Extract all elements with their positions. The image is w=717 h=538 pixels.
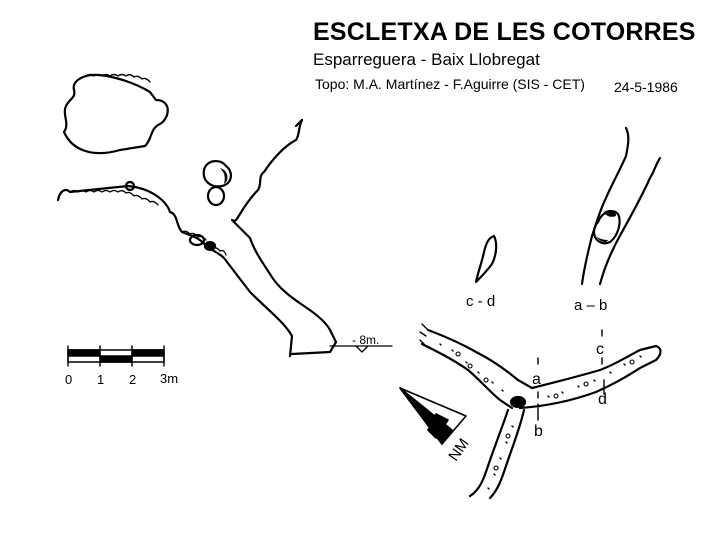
plan-marker-d: d xyxy=(598,391,607,408)
plan-boulder xyxy=(509,395,527,409)
north-arrow: NM xyxy=(399,387,473,464)
shaft-wall xyxy=(230,118,338,356)
survey-date: 24-5-1986 xyxy=(614,79,678,95)
scale-label-0: 0 xyxy=(65,372,72,387)
shaft-lip xyxy=(294,118,304,128)
upper-chamber-rubble xyxy=(85,73,151,83)
boulder xyxy=(206,185,226,207)
plan-marker-a: a xyxy=(532,371,541,388)
elevation-profile: - 8m. xyxy=(56,73,393,358)
scale-label-1: 1 xyxy=(97,372,104,387)
depth-label: - 8m. xyxy=(352,333,379,347)
section-a-b-shadow xyxy=(596,209,616,243)
scale-label-2: 2 xyxy=(129,372,136,387)
plan-marker-b: b xyxy=(534,423,543,440)
plan-right-branch-upper-wall xyxy=(530,344,658,390)
scale-segment xyxy=(67,349,101,357)
plan-left-branch-upper-wall xyxy=(426,328,534,390)
slope-floor xyxy=(56,184,294,358)
scale-segment xyxy=(99,355,133,363)
plan-floor-dots xyxy=(439,343,642,490)
slope-rubble xyxy=(69,189,227,256)
boulder xyxy=(124,180,136,192)
scale-label-3m: 3m xyxy=(160,371,178,386)
section-c-d-outline xyxy=(474,234,498,284)
scale-segment xyxy=(131,349,165,357)
plan-left-branch-lower-wall xyxy=(420,342,514,410)
survey-credits: Topo: M.A. Martínez - F.Aguirre (SIS - C… xyxy=(315,76,585,92)
north-arrow-band xyxy=(427,413,449,439)
section-a-b-left-wall xyxy=(580,126,630,286)
section-a-b-right-wall xyxy=(598,156,662,286)
plan-floor-circles xyxy=(455,351,635,471)
scale-tick xyxy=(67,345,165,367)
section-c-d-label: c - d xyxy=(466,293,495,310)
boulder-group xyxy=(202,160,232,188)
north-arrow-fill xyxy=(399,387,453,445)
boulder xyxy=(203,240,217,252)
plan-marker-c: c xyxy=(596,341,604,358)
depth-datum-triangle xyxy=(355,345,369,353)
north-arrow-label: NM xyxy=(445,435,472,464)
boulder-shadow xyxy=(220,168,228,184)
plan-lower-branch-left-wall xyxy=(468,408,510,498)
plan-left-branch-end xyxy=(419,323,429,345)
survey-title: ESCLETXA DE LES COTORRES xyxy=(313,18,696,46)
plan-lower-branch-right-wall xyxy=(488,408,526,500)
plan-view: a b c d xyxy=(419,323,662,500)
plan-right-branch-lower-wall xyxy=(518,344,662,410)
cut-line-c-d xyxy=(601,329,605,395)
survey-location: Esparreguera - Baix Llobregat xyxy=(313,50,540,69)
section-c-d: c - d xyxy=(466,234,498,310)
section-a-b-label: a – b xyxy=(574,297,607,314)
section-a-b: a – b xyxy=(574,126,662,314)
boulder xyxy=(188,233,206,247)
upper-chamber-outline xyxy=(62,73,169,155)
scale-bar: 0 1 2 3m xyxy=(65,345,178,387)
